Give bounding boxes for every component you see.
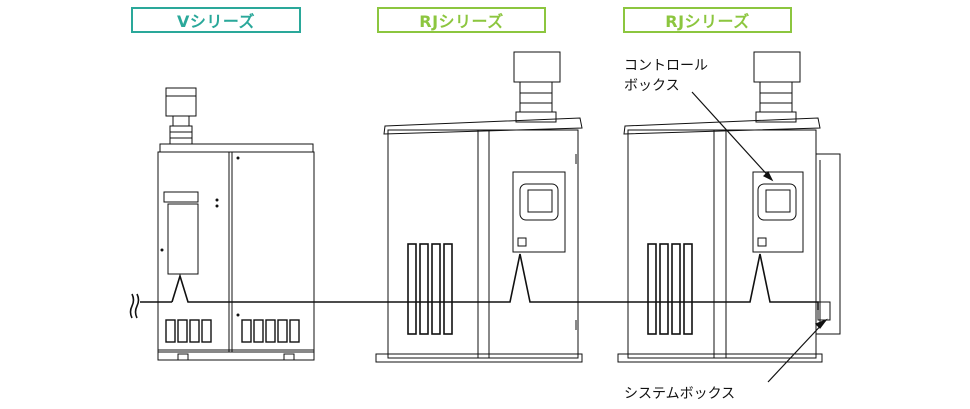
v-series-label: Vシリーズ <box>131 7 301 33</box>
system-box-arrow <box>767 318 828 383</box>
rj1-chimney-cap <box>513 51 561 83</box>
rj-series-unit-2 <box>617 51 841 363</box>
system-box <box>817 301 831 321</box>
rj1-vents <box>407 243 453 335</box>
v-series-unit <box>157 87 315 361</box>
rj1-roof <box>383 117 583 135</box>
rj2-roof <box>623 117 821 135</box>
rj-series-label-2: RJシリーズ <box>623 7 792 33</box>
rj-series-label-1: RJシリーズ <box>377 7 546 33</box>
rj2-chimney-cap <box>753 51 801 83</box>
v-vents-left <box>165 319 212 343</box>
control-box-arrow <box>691 91 774 182</box>
rj2-vents <box>647 243 693 335</box>
v-chimney-cap <box>165 87 197 117</box>
rj2-control-panel <box>752 171 804 253</box>
rj1-control-panel <box>512 171 566 253</box>
v-top-plate <box>159 143 314 153</box>
control-box-label-line2: ボックス <box>624 78 680 94</box>
control-box-label-line1: コントロール <box>624 58 708 74</box>
v-body <box>157 151 315 353</box>
v-display-window <box>163 191 199 203</box>
system-box-label: システムボックス <box>624 386 736 402</box>
connection-wire <box>129 253 819 319</box>
rj1-body <box>387 129 579 359</box>
v-vents-right <box>241 319 300 343</box>
rj2-side-panel <box>815 153 841 335</box>
rj-series-unit-1 <box>375 51 583 363</box>
